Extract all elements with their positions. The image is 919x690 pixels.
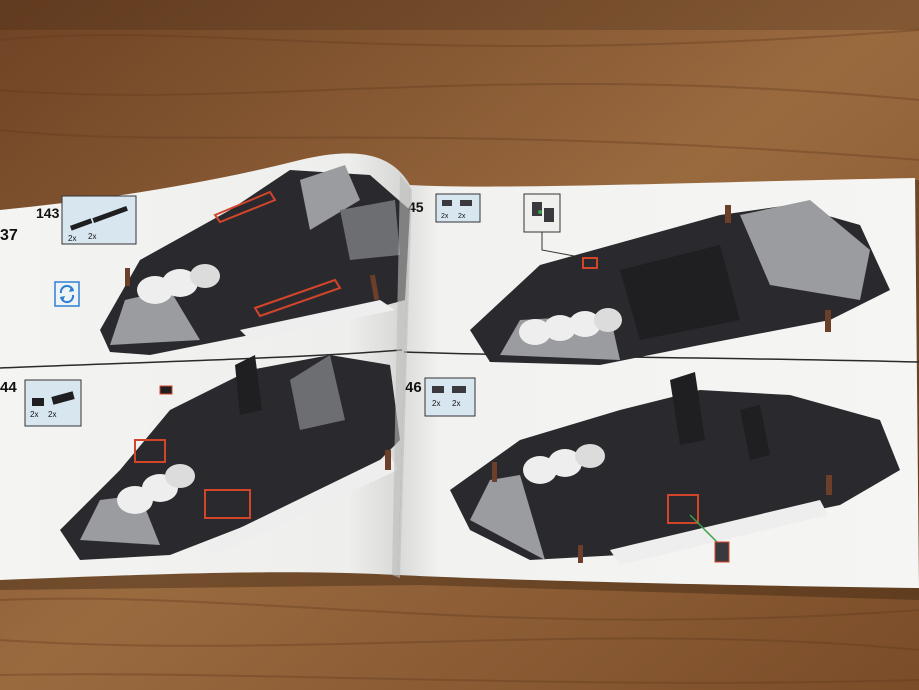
part-black-plate-icon xyxy=(51,391,75,405)
part-qty: 2x xyxy=(432,399,440,408)
part-qty: 2x xyxy=(458,213,466,220)
part-qty: 2x xyxy=(30,410,38,419)
part-dark-grey-plate-icon xyxy=(460,200,472,206)
part-black-plate-icon xyxy=(69,218,93,231)
floating-part-icon xyxy=(159,385,173,395)
lego-model-step-144 xyxy=(60,355,400,560)
wood-grain xyxy=(0,29,919,684)
step-number-37: 37 xyxy=(0,227,18,244)
part-qty: 2x xyxy=(68,234,76,243)
lego-model-step-145 xyxy=(470,200,890,365)
parts-callout-145: 2x 2x xyxy=(435,193,481,223)
right-page-divider xyxy=(403,351,919,363)
part-dark-grey-plate-icon xyxy=(432,386,444,393)
step-number-46: 46 xyxy=(405,379,422,396)
step-number-44: 44 xyxy=(0,379,17,396)
part-qty: 2x xyxy=(48,410,56,419)
parts-callout-143: 2x 2x xyxy=(61,195,137,245)
lego-model-step-143 xyxy=(100,165,410,355)
booklet-spine xyxy=(392,175,412,578)
parts-callout-144: 2x 2x xyxy=(24,379,82,427)
floating-part-icon xyxy=(714,541,730,563)
parts-callout-146: 2x 2x xyxy=(424,377,476,417)
part-qty: 2x xyxy=(441,213,449,220)
part-dark-grey-plate-icon xyxy=(452,386,466,393)
part-dark-grey-plate-icon xyxy=(442,200,452,206)
sub-assembly-callout xyxy=(523,193,586,259)
part-qty: 2x xyxy=(88,232,96,241)
part-black-plate-long-icon xyxy=(92,205,128,223)
table-shadow xyxy=(0,0,919,30)
left-page-divider xyxy=(0,349,403,369)
step-number-143: 143 xyxy=(36,205,60,221)
step-number-45: 45 xyxy=(408,199,424,215)
lego-model-step-146 xyxy=(450,372,900,565)
part-black-brick-icon xyxy=(32,398,44,406)
rotate-model-icon xyxy=(54,281,80,307)
part-qty: 2x xyxy=(452,399,460,408)
